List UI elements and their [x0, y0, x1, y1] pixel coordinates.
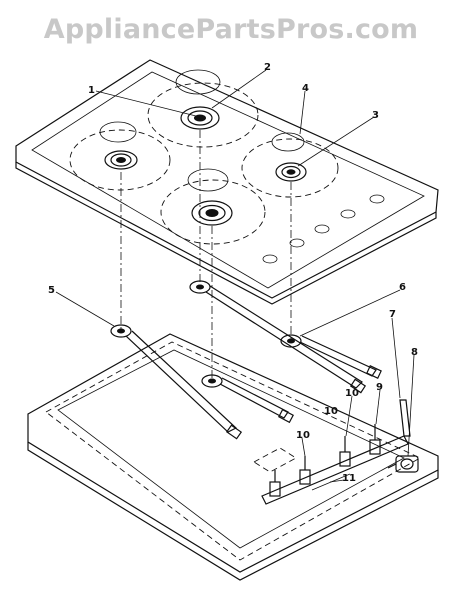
valve-4 — [369, 424, 381, 455]
burner-rear-left — [180, 106, 220, 130]
callout-6: 6 — [399, 282, 406, 293]
callout-1: 1 — [88, 85, 95, 96]
valve-2 — [299, 456, 311, 485]
burner-box — [27, 333, 439, 581]
callouts: 1 2 3 4 5 6 7 8 9 10 10 11 10 — [48, 62, 418, 484]
burner-tube-left — [110, 324, 243, 440]
callout-9: 9 — [376, 382, 383, 393]
callout-11: 11 — [342, 473, 356, 484]
callout-leaders — [55, 69, 415, 483]
burner-tubes — [110, 280, 382, 440]
callout-5: 5 — [48, 285, 55, 296]
cooktop-panel — [15, 59, 439, 305]
callout-8: 8 — [411, 347, 418, 358]
burner-tube-lower — [201, 374, 294, 424]
alignment-lines — [120, 130, 292, 380]
burner-front-left — [104, 150, 138, 170]
callout-3: 3 — [372, 110, 379, 121]
callout-2: 2 — [264, 62, 271, 73]
valve-1 — [269, 470, 281, 497]
callout-4: 4 — [302, 83, 309, 94]
callout-10b: 10 — [296, 430, 310, 441]
callout-7: 7 — [389, 309, 396, 320]
burner-tube-right — [280, 334, 382, 379]
callout-10a: 10 — [345, 388, 359, 399]
callout-10c: 10 — [324, 406, 338, 417]
burner-front-right — [191, 200, 233, 226]
pressure-regulator — [387, 455, 419, 473]
valve-3 — [339, 436, 351, 467]
burner-rear-right — [275, 162, 307, 182]
gas-manifold — [253, 399, 419, 505]
watermark: AppliancePartsPros.com — [43, 14, 419, 45]
